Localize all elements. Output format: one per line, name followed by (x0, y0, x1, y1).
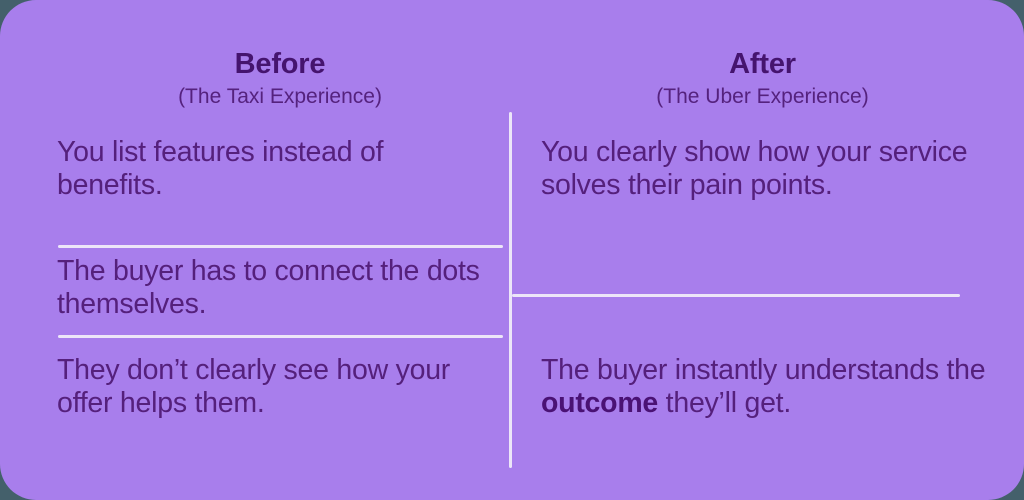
before-row-3-text: They don’t clearly see how your offer he… (57, 354, 451, 420)
divider-before-2 (58, 335, 503, 338)
after-row-2-text-tail: they’ll get. (658, 387, 792, 420)
column-title-after: After (729, 48, 796, 80)
after-row-2-text: The buyer instantly understands the outc… (541, 354, 991, 421)
after-row-2-text-lead: The buyer instantly understands the (541, 354, 986, 386)
after-row-2-emphasis: outcome (541, 387, 659, 420)
column-subtitle-before: (The Taxi Experience) (178, 85, 382, 108)
before-row-2-text: The buyer has to connect the dots themse… (57, 255, 480, 321)
divider-center-vertical (509, 112, 512, 468)
divider-after-1 (512, 294, 960, 297)
column-heading-before: Before (The Taxi Experience) (55, 48, 505, 108)
column-heading-after: After (The Uber Experience) (520, 48, 1005, 108)
after-row-1-text: You clearly show how your service solves… (541, 136, 968, 202)
column-subtitle-after: (The Uber Experience) (656, 85, 869, 108)
column-title-before: Before (234, 48, 326, 80)
before-row-1-text: You list features instead of benefits. (57, 136, 384, 202)
divider-before-1 (58, 245, 503, 248)
